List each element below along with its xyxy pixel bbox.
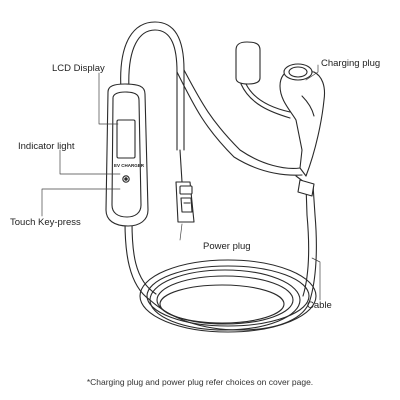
power-plug	[175, 149, 195, 223]
lower-cable	[124, 221, 157, 301]
indicator-light-label: Indicator light	[18, 141, 75, 152]
cable-label: Cable	[307, 300, 332, 311]
lcd-screen	[116, 119, 136, 159]
lcd-display-label: LCD Display	[52, 63, 105, 74]
control-box-text: EV CHARGER	[114, 163, 145, 168]
touch-key-press-label: Touch Key-press	[10, 217, 81, 228]
charging-plug-label: Charging plug	[321, 58, 381, 69]
protective-cap	[235, 41, 291, 119]
charging-plug	[279, 63, 326, 197]
leader-lines	[41, 64, 321, 301]
footnote: *Charging plug and power plug refer choi…	[86, 377, 314, 387]
charging-plug-leader	[305, 64, 319, 81]
power-plug-leader	[179, 223, 183, 241]
power-plug-label: Power plug	[203, 241, 251, 252]
lcd-display-leader	[98, 72, 119, 125]
touch-key-leader	[41, 188, 121, 217]
indicator-light-leader	[59, 149, 121, 175]
upper-cable	[120, 21, 303, 176]
control-box	[105, 83, 149, 227]
cable-leader	[311, 257, 321, 301]
cable-coil	[139, 184, 317, 333]
